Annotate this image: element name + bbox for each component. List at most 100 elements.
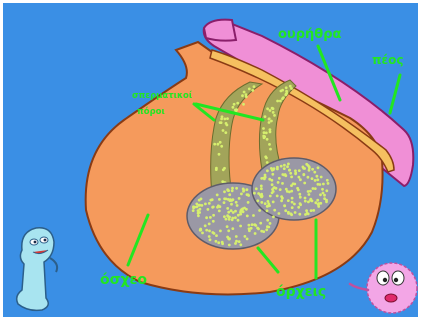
sperm-dot bbox=[209, 216, 212, 219]
label-scrotum: όσχεο bbox=[100, 272, 147, 288]
sperm-dot bbox=[304, 200, 307, 203]
sperm-dot bbox=[289, 85, 292, 88]
sperm-dot bbox=[228, 193, 231, 196]
sperm-dot bbox=[265, 228, 268, 231]
sperm-dot bbox=[284, 209, 287, 212]
sperm-dot bbox=[258, 209, 261, 212]
sperm-dot bbox=[255, 187, 258, 190]
sperm-dot bbox=[326, 179, 329, 182]
sperm-dot bbox=[223, 190, 226, 193]
sperm-dot bbox=[309, 198, 312, 201]
sperm-dot bbox=[266, 107, 269, 110]
sperm-dot bbox=[269, 148, 272, 151]
sperm-dot bbox=[223, 215, 226, 218]
sperm-dot bbox=[215, 240, 218, 243]
sperm-dot bbox=[235, 201, 238, 204]
sperm-dot bbox=[219, 141, 222, 144]
sperm-dot bbox=[226, 117, 229, 120]
sperm-dot bbox=[240, 193, 243, 196]
sperm-dot bbox=[212, 206, 215, 209]
sperm-dot bbox=[205, 229, 208, 232]
sperm-dot bbox=[314, 201, 317, 204]
sperm-dot bbox=[212, 220, 215, 223]
sperm-dot bbox=[276, 195, 279, 198]
sperm-dot bbox=[299, 202, 302, 205]
sperm-dot bbox=[234, 216, 237, 219]
sperm-dot bbox=[238, 240, 241, 243]
sperm-dot bbox=[290, 190, 293, 193]
sperm-dot bbox=[228, 237, 231, 240]
sperm-dot bbox=[313, 171, 316, 174]
sperm-dot bbox=[269, 131, 272, 134]
sperm-dot bbox=[299, 178, 302, 181]
sperm-dot bbox=[302, 167, 305, 170]
sperm-dot bbox=[215, 167, 218, 170]
sperm-dot bbox=[248, 227, 251, 230]
sperm-dot bbox=[282, 174, 285, 177]
sperm-dot bbox=[226, 124, 229, 127]
sperm-dot bbox=[266, 219, 269, 222]
sperm-dot bbox=[237, 219, 240, 222]
sperm-dot bbox=[224, 131, 227, 134]
sperm-dot bbox=[307, 190, 310, 193]
sperm-dot bbox=[303, 182, 306, 185]
sperm-dot bbox=[230, 203, 233, 206]
sperm-dot bbox=[192, 205, 195, 208]
sperm-dot bbox=[242, 210, 245, 213]
sperm-dot bbox=[311, 168, 314, 171]
sperm-dot bbox=[291, 197, 294, 200]
sperm-dot bbox=[327, 182, 330, 185]
sperm-dot bbox=[323, 197, 326, 200]
sperm-dot bbox=[260, 185, 263, 188]
sperm-dot bbox=[251, 89, 254, 92]
sperm-dot bbox=[268, 178, 271, 181]
sperm-dot bbox=[269, 195, 272, 198]
sperm-dot bbox=[262, 135, 265, 138]
sperm-dot bbox=[228, 244, 231, 247]
sperm-dot bbox=[252, 214, 255, 217]
sperm-dot bbox=[243, 207, 246, 210]
sperm-dot bbox=[199, 228, 202, 231]
sperm-dot bbox=[217, 241, 220, 244]
sperm-dot bbox=[291, 206, 294, 209]
sperm-dot bbox=[271, 188, 274, 191]
sperm-dot bbox=[229, 199, 232, 202]
sperm-dot bbox=[314, 179, 317, 182]
sperm-dot bbox=[253, 192, 256, 195]
sperm-dot bbox=[319, 183, 322, 186]
sperm-dot bbox=[221, 241, 224, 244]
sperm-dot bbox=[316, 178, 319, 181]
sperm-dot bbox=[281, 197, 284, 200]
sperm-dot bbox=[279, 100, 282, 103]
sperm-dot bbox=[271, 183, 274, 186]
sperm-dot bbox=[281, 89, 284, 92]
sperm-dot bbox=[322, 183, 325, 186]
sperm-dot bbox=[266, 209, 269, 212]
sperm-dot bbox=[211, 231, 214, 234]
sperm-dot bbox=[276, 168, 279, 171]
sperm-dot bbox=[264, 155, 267, 158]
sperm-dot bbox=[323, 194, 326, 197]
sperm-dot bbox=[245, 93, 248, 96]
sperm-dot bbox=[227, 211, 230, 214]
sperm-dot bbox=[235, 235, 238, 238]
sperm-dot bbox=[192, 209, 195, 212]
sperm-dot bbox=[307, 176, 310, 179]
sperm-dot bbox=[231, 187, 234, 190]
sperm-dot bbox=[278, 212, 281, 215]
sperm-dot bbox=[299, 196, 302, 199]
sperm-dot bbox=[289, 212, 292, 215]
sperm-dot bbox=[287, 163, 290, 166]
sperm-dot bbox=[289, 172, 292, 175]
sperm-dot bbox=[242, 103, 245, 106]
sperm-dot bbox=[235, 187, 238, 190]
sperm-dot bbox=[247, 201, 250, 204]
sperm-dot bbox=[296, 187, 299, 190]
sperm-dot bbox=[246, 238, 249, 241]
sperm-dot bbox=[308, 165, 311, 168]
sperm-dot bbox=[292, 182, 295, 185]
sperm-dot bbox=[312, 187, 315, 190]
sperm-dot bbox=[204, 224, 207, 227]
